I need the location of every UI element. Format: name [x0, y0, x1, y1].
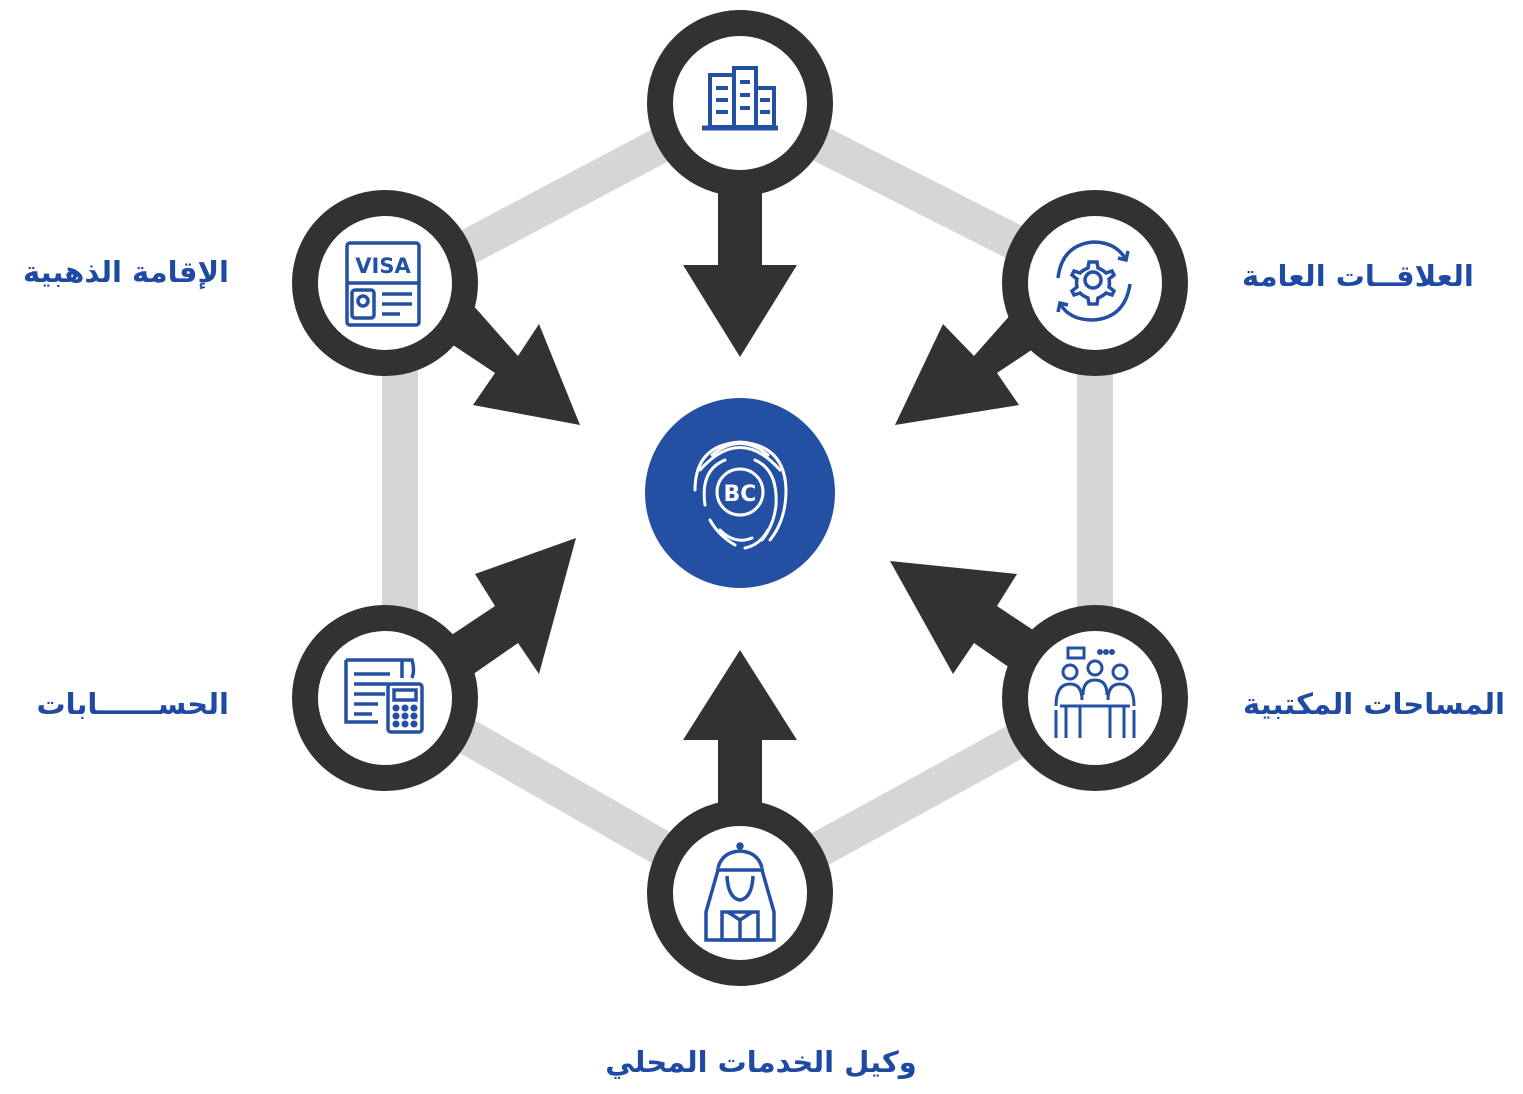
arrow-bottom — [683, 650, 797, 808]
arrow-lower-left — [447, 538, 576, 675]
arrow-upper-right — [895, 304, 1045, 425]
office-building-icon — [702, 66, 778, 131]
arrow-upper-left — [447, 304, 580, 425]
center-logo-text: BC — [724, 482, 757, 507]
node-upper-left: VISA — [292, 190, 478, 376]
fingerprint-icon — [693, 440, 788, 550]
label-local-service-agent: وكيل الخدمات المحلي — [605, 1045, 917, 1079]
office-meeting-icon — [1054, 646, 1136, 738]
node-lower-left — [292, 605, 478, 791]
node-top — [647, 10, 833, 196]
node-bottom — [647, 800, 833, 986]
node-upper-right — [1002, 190, 1188, 376]
visa-document-icon — [345, 241, 421, 327]
arrow-lower-right — [890, 561, 1045, 675]
node-lower-right — [1002, 605, 1188, 791]
label-accounts: الحســــــابات — [36, 687, 229, 721]
visa-text: VISA — [355, 254, 411, 278]
arrows — [447, 185, 1045, 808]
gear-cycle-icon — [1056, 240, 1132, 322]
center-node: BC — [645, 398, 835, 588]
arrow-top — [683, 185, 797, 357]
label-office-spaces: المساحات المكتبية — [1243, 687, 1505, 721]
label-golden-residency: الإقامة الذهبية — [22, 255, 229, 289]
invoice-calculator-icon — [344, 658, 424, 734]
local-sponsor-icon — [704, 842, 776, 942]
label-public-relations: العلاقــات العامة — [1242, 259, 1474, 293]
